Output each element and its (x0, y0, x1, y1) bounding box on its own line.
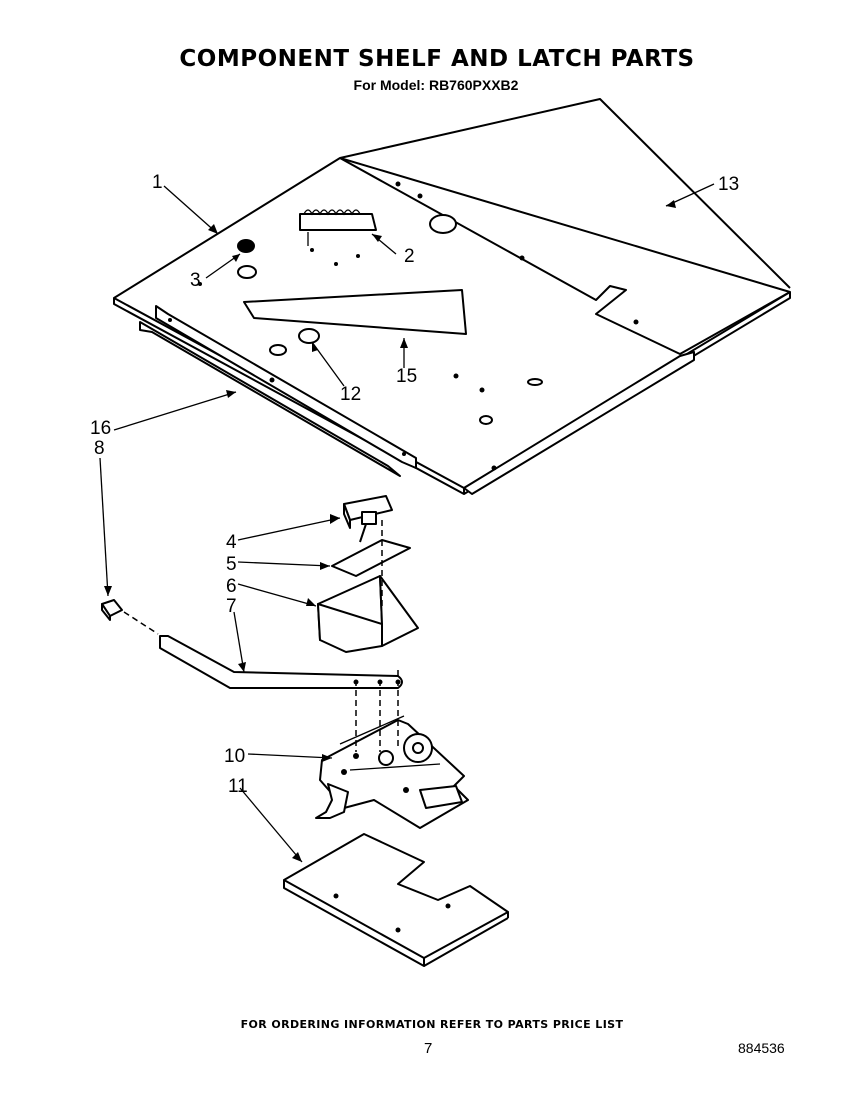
terminal-block (299, 213, 377, 231)
callout-16: 16 (90, 418, 111, 439)
callout-1: 1 (152, 172, 163, 193)
callout-6: 6 (226, 576, 237, 597)
document-number: 884536 (738, 1040, 785, 1056)
page-number: 7 (424, 1040, 433, 1057)
cover-plate (283, 833, 509, 967)
ordering-info-note: FOR ORDERING INFORMATION REFER TO PARTS … (240, 1018, 624, 1031)
switch (343, 495, 393, 543)
switch-bracket (317, 575, 419, 653)
latch-assembly (315, 715, 469, 829)
latch-knob (101, 599, 159, 635)
callout-4: 4 (226, 532, 237, 553)
callout-8: 8 (94, 438, 105, 459)
callout-7: 7 (226, 596, 237, 617)
component-shelf (113, 98, 791, 495)
shelf-hole (429, 214, 457, 234)
model-subtitle: For Model: RB760PXXB2 (353, 77, 519, 93)
leader-arrowheads (104, 200, 676, 862)
callout-11: 11 (228, 776, 248, 797)
insulator (331, 539, 411, 577)
callout-2: 2 (404, 246, 415, 267)
callout-15: 15 (396, 366, 417, 387)
callout-3: 3 (190, 270, 201, 291)
callout-labels: 1 2 3 4 5 6 7 8 10 11 12 13 15 16 (90, 172, 739, 797)
grommet (237, 239, 255, 253)
page-title: COMPONENT SHELF AND LATCH PARTS (179, 46, 695, 72)
leader-lines (99, 183, 715, 863)
callout-12: 12 (340, 384, 361, 405)
callout-10: 10 (224, 746, 245, 767)
callout-5: 5 (226, 554, 237, 575)
callout-13: 13 (718, 174, 739, 195)
